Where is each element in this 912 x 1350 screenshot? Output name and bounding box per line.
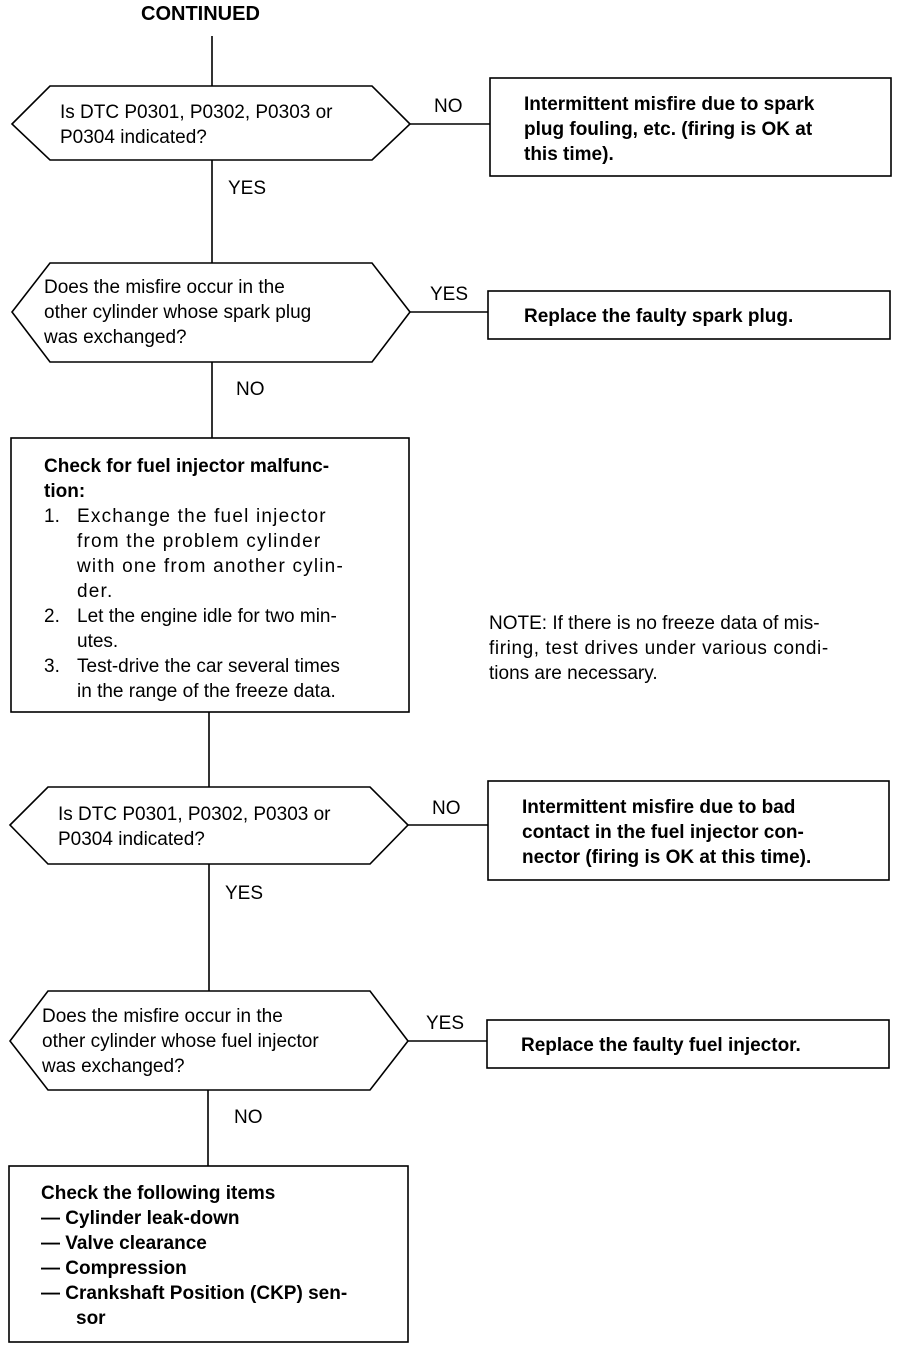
decision-shape-1 bbox=[10, 85, 412, 161]
step-line: Test-drive the car several times bbox=[77, 656, 340, 677]
process-box-2 bbox=[8, 1165, 409, 1343]
step-line: Exchange the fuel injector bbox=[77, 506, 327, 527]
step-line: with one from another cylin- bbox=[77, 556, 344, 577]
result-box-3 bbox=[487, 780, 890, 881]
decision-2-text: Does the misfire occur in the other cyli… bbox=[44, 275, 311, 350]
result-1-line: this time). bbox=[524, 144, 614, 165]
result-3-line: Intermittent misfire due to bad bbox=[522, 797, 796, 818]
process-1-heading: tion: bbox=[44, 481, 86, 502]
decision-2-line: was exchanged? bbox=[44, 327, 187, 348]
decision-1-text: Is DTC P0301, P0302, P0303 or P0304 indi… bbox=[60, 100, 333, 150]
decision-4-line: was exchanged? bbox=[42, 1056, 185, 1077]
decision-1-no-label: NO bbox=[434, 96, 463, 117]
result-3-line: contact in the fuel injector con- bbox=[522, 822, 804, 843]
check-item: — Crankshaft Position (CKP) sen- bbox=[41, 1283, 348, 1304]
decision-1-yes-label: YES bbox=[228, 178, 267, 199]
decision-4-no-label: NO bbox=[234, 1107, 263, 1128]
result-1-line: Intermittent misfire due to spark bbox=[524, 94, 815, 115]
result-box-2 bbox=[487, 290, 891, 340]
step-line: in the range of the freeze data. bbox=[77, 681, 336, 702]
check-item: — Valve clearance bbox=[41, 1233, 207, 1254]
result-box-1 bbox=[489, 77, 892, 177]
note-text: NOTE: If there is no freeze data of mis-… bbox=[489, 611, 829, 686]
result-box-4 bbox=[486, 1019, 890, 1069]
decision-3-line: P0304 indicated? bbox=[58, 829, 205, 850]
result-1-text: Intermittent misfire due to spark plug f… bbox=[524, 92, 814, 167]
decision-shape-3 bbox=[8, 786, 410, 865]
decision-2-no-label: NO bbox=[236, 379, 265, 400]
decision-4-line: Does the misfire occur in the bbox=[42, 1006, 283, 1027]
step-number: 3. bbox=[44, 656, 60, 677]
result-1-line: plug fouling, etc. (firing is OK at bbox=[524, 119, 813, 140]
check-item: — Compression bbox=[41, 1258, 187, 1279]
process-1-step: 3. Test-drive the car several times in t… bbox=[44, 654, 394, 704]
decision-2-yes-label: YES bbox=[430, 284, 469, 305]
step-line: utes. bbox=[77, 631, 119, 652]
process-box-1 bbox=[10, 437, 410, 713]
process-1-text: Check for fuel injector malfunc- tion: 1… bbox=[44, 454, 394, 704]
step-number: 1. bbox=[44, 506, 60, 527]
decision-shape-4 bbox=[8, 990, 410, 1091]
check-item: sor bbox=[76, 1308, 106, 1329]
process-1-step: 2. Let the engine idle for two min- utes… bbox=[44, 604, 394, 654]
process-1-heading: Check for fuel injector malfunc- bbox=[44, 456, 330, 477]
process-2-heading: Check the following items bbox=[41, 1183, 276, 1204]
result-3-line: nector (firing is OK at this time). bbox=[522, 847, 812, 868]
decision-3-no-label: NO bbox=[432, 798, 461, 819]
step-line: Let the engine idle for two min- bbox=[77, 606, 337, 627]
decision-1-line: P0304 indicated? bbox=[60, 127, 207, 148]
decision-2-line: other cylinder whose spark plug bbox=[44, 302, 312, 323]
decision-3-text: Is DTC P0301, P0302, P0303 or P0304 indi… bbox=[58, 802, 331, 852]
note-line: NOTE: If there is no freeze data of mis- bbox=[489, 613, 820, 634]
step-number: 2. bbox=[44, 606, 60, 627]
result-4-text: Replace the faulty fuel injector. bbox=[521, 1035, 801, 1056]
step-line: der. bbox=[77, 581, 114, 602]
decision-3-line: Is DTC P0301, P0302, P0303 or bbox=[58, 804, 331, 825]
result-3-text: Intermittent misfire due to bad contact … bbox=[522, 795, 811, 870]
note-line: tions are necessary. bbox=[489, 663, 658, 684]
decision-1-line: Is DTC P0301, P0302, P0303 or bbox=[60, 102, 333, 123]
step-line: from the problem cylinder bbox=[77, 531, 322, 552]
decision-2-line: Does the misfire occur in the bbox=[44, 277, 285, 298]
check-item: — Cylinder leak-down bbox=[41, 1208, 240, 1229]
note-line: firing, test drives under various condi- bbox=[489, 638, 829, 659]
decision-4-yes-label: YES bbox=[426, 1013, 465, 1034]
process-1-step: 1. Exchange the fuel injector from the p… bbox=[44, 504, 394, 604]
process-2-text: Check the following items — Cylinder lea… bbox=[41, 1181, 347, 1331]
decision-4-text: Does the misfire occur in the other cyli… bbox=[42, 1004, 319, 1079]
decision-4-line: other cylinder whose fuel injector bbox=[42, 1031, 319, 1052]
decision-3-yes-label: YES bbox=[225, 883, 264, 904]
result-2-text: Replace the faulty spark plug. bbox=[524, 306, 794, 327]
decision-shape-2 bbox=[10, 262, 412, 363]
page-title: CONTINUED bbox=[141, 3, 260, 25]
